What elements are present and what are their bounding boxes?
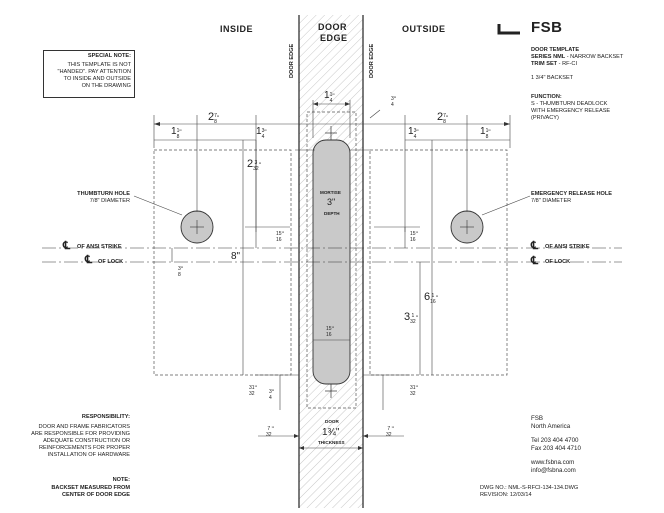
special-note-line: ON THE DRAWING — [81, 83, 131, 89]
door-edge-header-line1: DOOR — [318, 22, 347, 32]
emergency-hole-title: EMERGENCY RELEASE HOLE — [531, 191, 613, 197]
contact-web: www.fsbna.com — [531, 459, 575, 466]
outside-face-outline — [369, 149, 508, 376]
fsb-logo-mark — [497, 24, 520, 35]
contact-company: FSB — [531, 415, 544, 422]
strike-plate-outline — [306, 111, 357, 409]
drawing-number: DWG NO.: NML-S-RFCI-134-134.DWG — [480, 485, 579, 491]
note-line: BACKSET MEASURED FROM — [51, 485, 130, 491]
special-note-line: "HANDED". PAY ATTENTION — [57, 69, 132, 75]
mortise-label: MORTISE — [320, 190, 341, 195]
series-line: SERIES NML - NARROW BACKSET — [531, 54, 624, 60]
ansi-strike-label-right: OF ANSI STRIKE — [545, 244, 590, 250]
cl-symbol-left-lock: ℄ — [85, 254, 93, 266]
contact-region: North America — [531, 423, 571, 430]
trim-line: TRIM SET - RF-CI — [531, 61, 577, 67]
special-note-line: THIS TEMPLATE IS NOT — [67, 62, 131, 68]
cl-symbol-right-strike: ℄ — [531, 240, 539, 252]
ansi-strike-label-left: OF ANSI STRIKE — [77, 244, 122, 250]
door-edge-vertical-left: DOOR EDGE — [289, 43, 295, 78]
function-title: FUNCTION: — [531, 94, 562, 100]
mortise-value: 3" — [327, 197, 336, 207]
face-outlines — [153, 111, 508, 409]
door-edge-header-line2: EDGE — [320, 33, 348, 43]
note-line: CENTER OF DOOR EDGE — [61, 492, 130, 498]
special-note-title: SPECIAL NOTE: — [87, 53, 131, 59]
responsibility-line: ADEQUATE CONSTRUCTION OR — [43, 438, 130, 444]
lock-label-left: OF LOCK — [98, 259, 124, 265]
contact-email: info@fsbna.com — [531, 467, 576, 474]
cl-symbol-right-lock: ℄ — [531, 255, 539, 267]
contact-fax: Fax 203 404 4710 — [531, 445, 581, 452]
door-thickness-caption: THICKNESS — [318, 440, 345, 445]
thumbturn-hole-title: THUMBTURN HOLE — [77, 191, 130, 197]
special-note-box — [43, 50, 135, 98]
responsibility-title: RESPONSIBILITY: — [81, 414, 130, 420]
cl-symbol-left-strike: ℄ — [63, 240, 71, 252]
special-note-line: TO INSIDE AND OUTSIDE — [63, 76, 131, 82]
responsibility-line: INSTALLATION OF HARDWARE — [47, 452, 130, 458]
responsibility-line: ARE RESPONSIBLE FOR PROVIDING — [31, 431, 130, 437]
inside-header: INSIDE — [220, 24, 254, 34]
template-title: DOOR TEMPLATE — [531, 47, 580, 53]
dim-8: 8" — [231, 251, 241, 262]
backset-line: 1 3/4" BACKSET — [531, 75, 574, 81]
emergency-hole-diameter: 7/8" DIAMETER — [531, 198, 572, 204]
lock-label-right: OF LOCK — [545, 259, 571, 265]
note-title: NOTE: — [112, 477, 130, 483]
function-line: (PRIVACY) — [531, 115, 559, 121]
outside-header: OUTSIDE — [402, 24, 446, 34]
contact-tel: Tel 203 404 4700 — [531, 437, 579, 444]
door-thickness-label: DOOR — [325, 419, 339, 424]
brand-name: FSB — [531, 19, 563, 36]
inside-face-outline — [153, 149, 292, 376]
responsibility-line: REINFORCEMENTS FOR PROPER — [38, 445, 130, 451]
function-line: S - THUMBTURN DEADLOCK — [531, 101, 608, 107]
door-edge-vertical-right: DOOR EDGE — [369, 43, 375, 78]
responsibility-line: DOOR AND FRAME FABRICATORS — [38, 424, 130, 430]
drawing-revision: REVISION: 12/03/14 — [480, 492, 532, 498]
door-thickness-value: 1¾" — [322, 427, 340, 438]
function-line: WITH EMERGENCY RELEASE — [531, 108, 611, 114]
mortise-depth-label: DEPTH — [324, 211, 340, 216]
thumbturn-hole-diameter: 7/8" DIAMETER — [89, 198, 130, 204]
